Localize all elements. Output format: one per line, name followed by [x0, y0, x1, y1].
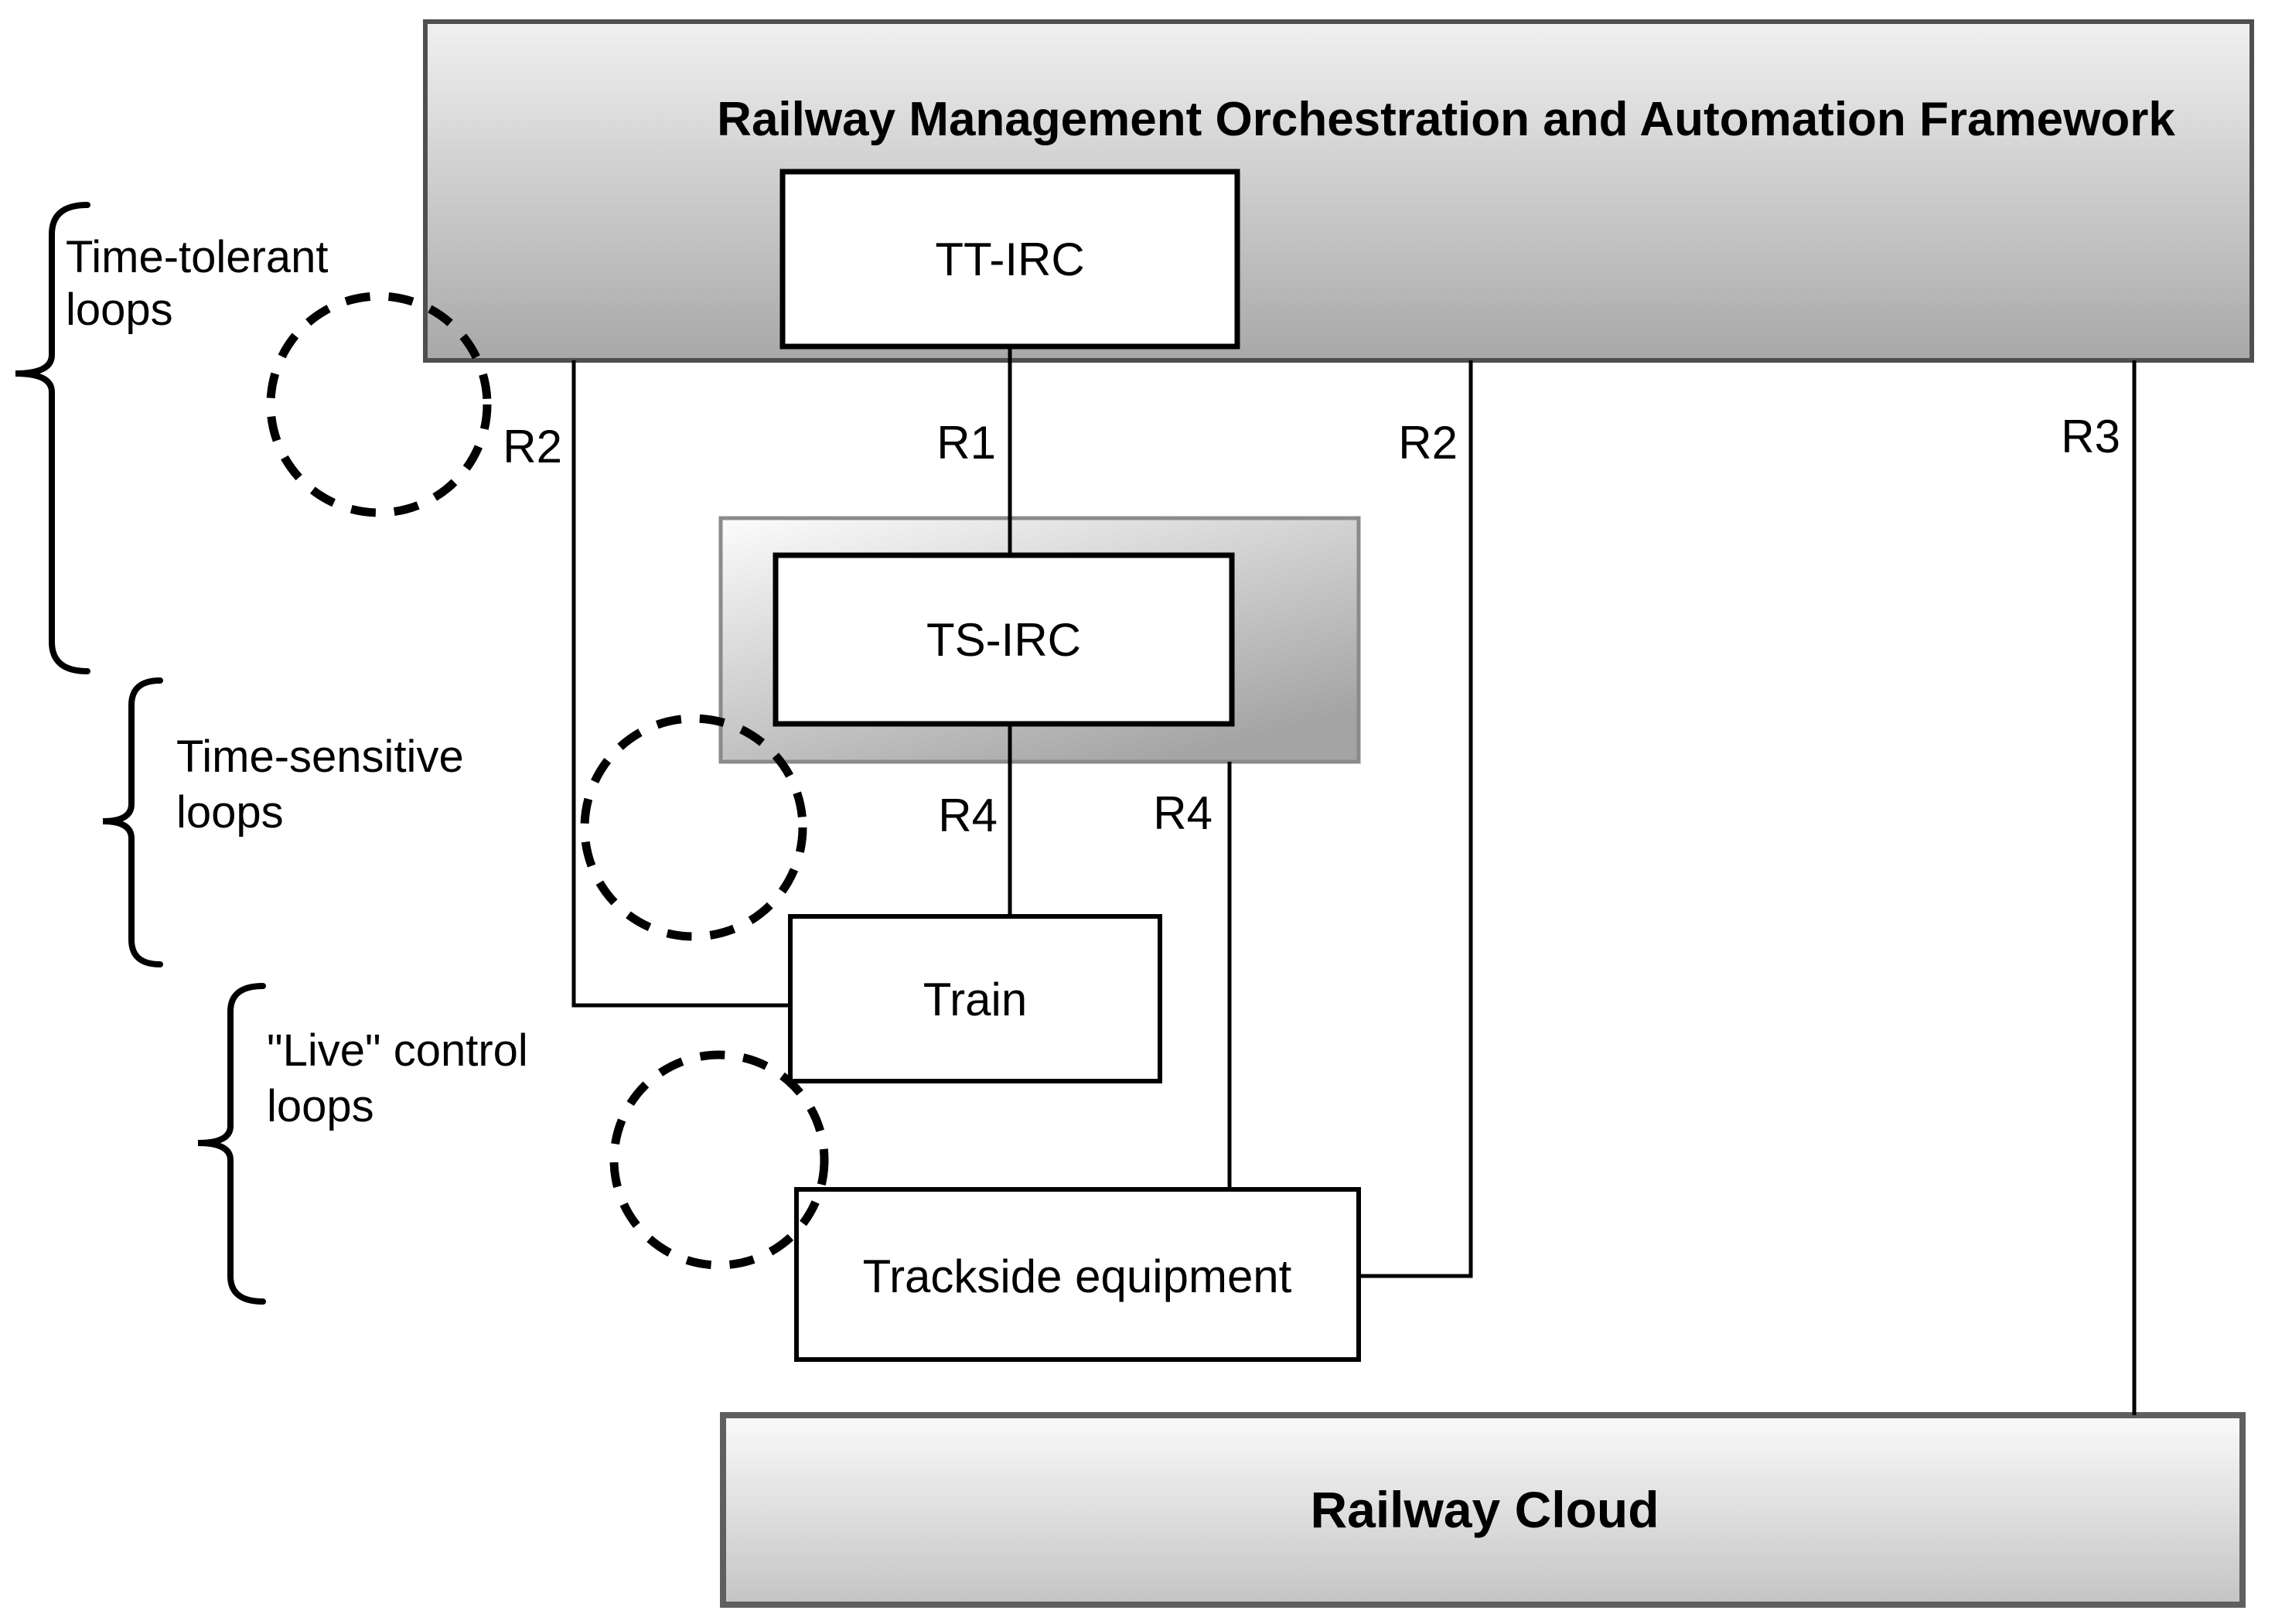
- r4-right-label: R4: [1153, 787, 1213, 839]
- live-control-label: "Live" control loops: [267, 1025, 541, 1131]
- ts-irc-box: [773, 552, 1235, 727]
- railway-cloud-label: Railway Cloud: [1310, 1481, 1659, 1538]
- railway-cloud-box: [720, 1412, 2246, 1608]
- time-sensitive-brace: [102, 677, 163, 967]
- time-sensitive-label: Time-sensitive loops: [176, 732, 476, 838]
- r2-left-label: R2: [503, 421, 562, 473]
- framework-title: Railway Management Orchestration and Aut…: [717, 93, 2175, 146]
- time-tolerant-brace: [15, 202, 90, 674]
- trackside-box: [794, 1187, 1361, 1362]
- ts-irc-label: TS-IRC: [926, 614, 1081, 666]
- tt-irc-box: [779, 169, 1240, 350]
- r2-right-label: R2: [1398, 417, 1458, 469]
- r2-left-connector-line: [571, 360, 790, 1008]
- r3-label: R3: [2061, 411, 2120, 462]
- time-sensitive-loop-circle: [580, 714, 807, 941]
- r2-right-connector-line: [1359, 360, 1473, 1278]
- r4-left-label: R4: [938, 790, 998, 841]
- time-tolerant-loop-circle: [266, 292, 492, 517]
- live-control-loop-circle: [609, 1050, 829, 1270]
- r1-label: R1: [936, 417, 996, 469]
- time-tolerant-label: Time-tolerant loops: [66, 232, 341, 335]
- tt-irc-label: TT-IRC: [935, 234, 1084, 285]
- framework-box: [423, 19, 2254, 363]
- trackside-label: Trackside equipment: [863, 1250, 1292, 1302]
- train-box: [788, 914, 1162, 1083]
- train-label: Train: [923, 974, 1027, 1025]
- live-control-brace: [197, 983, 266, 1305]
